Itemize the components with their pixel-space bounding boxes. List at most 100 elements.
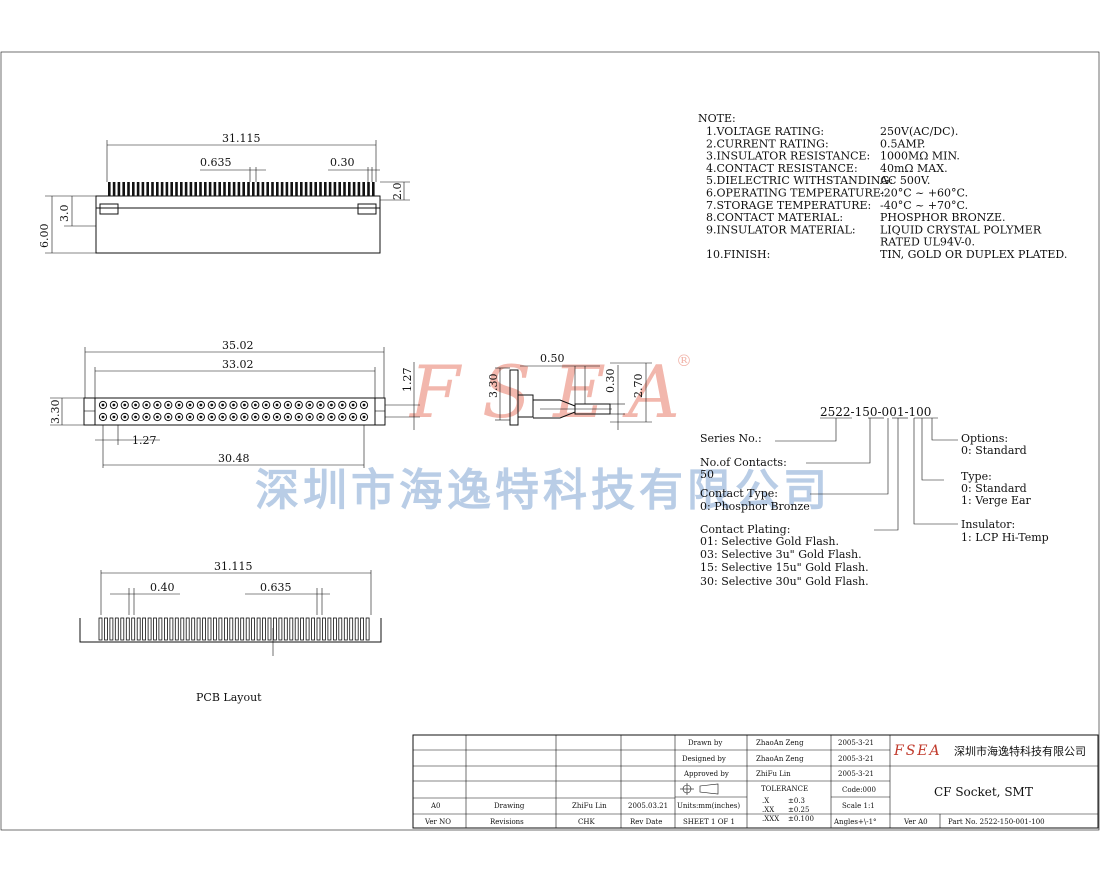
pcb-pad [245, 617, 250, 641]
top-pin [319, 182, 322, 196]
contact-hole [109, 400, 119, 410]
pcb-pad [343, 617, 348, 641]
note-value: PHOSPHOR BRONZE. [880, 211, 1006, 224]
note-label: 7.STORAGE TEMPERATURE: [706, 199, 871, 212]
scale-value: Scale 1:1 [842, 802, 875, 810]
plating-option: 15: Selective 15u" Gold Flash. [700, 561, 869, 574]
part-number: Part No. 2522-150-001-100 [948, 818, 1045, 826]
series-label: Series No.: [700, 432, 762, 445]
pcb-pad [251, 617, 256, 641]
contact-hole-center [330, 403, 333, 407]
contact-hole [131, 400, 140, 410]
pcb-pad [278, 617, 283, 641]
approved-name: ZhiFu Lin [756, 770, 791, 778]
pcb-view: 31.115 0.40 0.635 PCB Layout [79, 560, 382, 704]
projection-symbol-icon [680, 783, 719, 795]
pcb-pad [327, 617, 332, 641]
pcb-pad [240, 617, 245, 641]
contact-hole-center [297, 415, 301, 419]
contacts-label: No.of Contacts: [700, 456, 787, 469]
front-view: 35.02 33.02 3.30 1.27 1.27 30.48 [49, 339, 420, 468]
contact-hole-center [199, 403, 203, 407]
pcb-pad [104, 617, 108, 641]
contact-hole-center [286, 403, 290, 407]
ver-footer: Ver A0 [903, 818, 928, 826]
top-pin [247, 182, 250, 196]
top-pin [372, 182, 375, 196]
contact-hole-center [297, 403, 301, 407]
pcb-pad [174, 617, 179, 641]
contact-hole [175, 412, 184, 422]
options-label: Options: [961, 432, 1008, 445]
drawn-name: ZhaoAn Zeng [756, 739, 804, 747]
contact-hole [240, 412, 249, 422]
contact-hole-center [330, 415, 333, 419]
top-pin [271, 182, 274, 196]
pcb-pad-dim: 0.40 [150, 581, 175, 594]
note-label: 4.CONTACT RESISTANCE: [706, 162, 858, 175]
contact-hole-center [188, 415, 192, 419]
contact-hole [349, 412, 358, 422]
code-value: Code:000 [842, 786, 876, 794]
pcb-pad [120, 617, 125, 641]
pcb-pad [147, 617, 152, 641]
top-pin [261, 182, 265, 196]
contact-hole-center [199, 415, 203, 419]
tol-x: .X [762, 797, 769, 805]
top-pin [218, 182, 221, 196]
contact-hole [240, 400, 249, 410]
note-value: TIN, GOLD OR DUPLEX PLATED. [880, 248, 1067, 261]
contact-hole-center [221, 403, 225, 407]
top-pin [117, 182, 121, 196]
top-pin [367, 182, 370, 196]
pcb-pad [294, 617, 299, 641]
contact-hole [175, 400, 184, 410]
top-pin [300, 182, 303, 196]
contact-hole-center [101, 403, 105, 407]
contact-type-label: Contact Type: [700, 487, 778, 500]
contact-hole [338, 412, 347, 422]
contact-hole [207, 412, 216, 422]
contact-hole [196, 400, 205, 410]
front-span-dim: 30.48 [218, 452, 250, 465]
contact-hole-center [308, 415, 311, 419]
pcb-pad [300, 617, 305, 641]
pcb-pad [180, 617, 185, 641]
top-pin [108, 182, 111, 196]
note-label: 8.CONTACT MATERIAL: [706, 211, 843, 224]
top-lead-dim: 0.30 [330, 156, 355, 169]
contact-hole-center [351, 403, 355, 407]
type-value: 1: Verge Ear [961, 494, 1032, 507]
top-pin [324, 182, 327, 196]
contact-hole-center [123, 415, 127, 419]
top-pin [223, 182, 226, 196]
contact-hole [316, 400, 325, 410]
pcb-pad [360, 617, 365, 641]
contact-hole [272, 400, 282, 410]
contact-hole [142, 412, 151, 422]
pcb-pad [158, 617, 163, 641]
note-value: 40mΩ MAX. [880, 162, 948, 175]
insulator-value: 1: LCP Hi-Temp [961, 531, 1049, 544]
contact-hole-center [156, 415, 159, 419]
note-label: 9.INSULATOR MATERIAL: [706, 223, 856, 236]
pcb-pitch-dim: 0.635 [260, 581, 292, 594]
contact-hole-center [112, 403, 116, 407]
contact-hole-center [134, 415, 138, 419]
contact-hole [185, 400, 195, 410]
top-pin [204, 182, 207, 196]
pcb-pad [311, 617, 316, 641]
note-value: LIQUID CRYSTAL POLYMER [880, 223, 1042, 236]
contact-hole-center [177, 403, 181, 407]
pcb-pad [136, 617, 141, 641]
contact-hole [207, 400, 216, 410]
pcb-pad [354, 617, 359, 641]
top-pin [237, 182, 241, 196]
tol-xxx: .XXX [762, 815, 779, 823]
pcb-pad [185, 617, 190, 641]
top-width-dim: 31.115 [222, 132, 261, 145]
contact-hole [185, 412, 195, 422]
designed-label: Designed by [682, 755, 726, 763]
drawn-date: 2005-3-21 [838, 739, 874, 747]
contact-hole-center [232, 415, 235, 419]
